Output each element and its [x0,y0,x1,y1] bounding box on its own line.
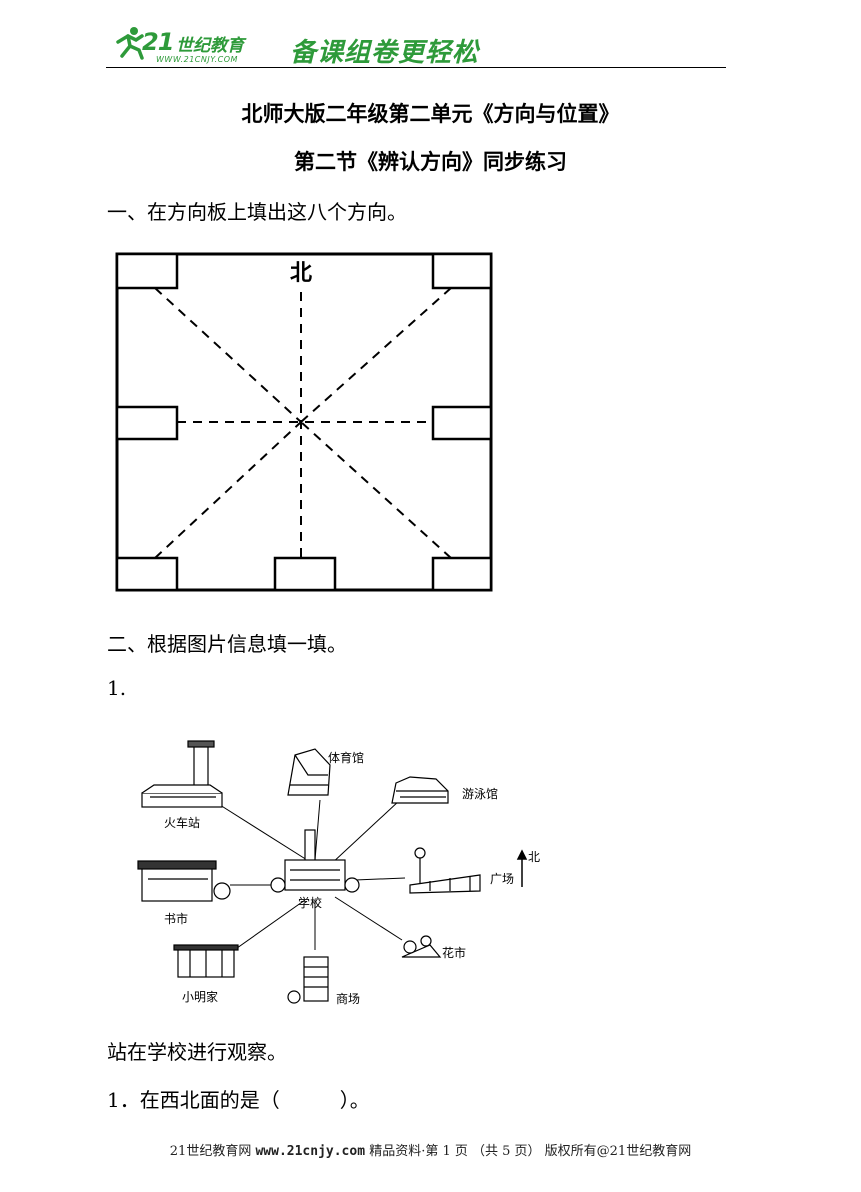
north-label: 北 [290,261,312,286]
north-arrow-label: 北 [528,850,540,864]
plaza-icon [409,847,481,894]
north-arrow-icon [516,849,528,887]
place-ne: 游泳馆 [462,786,498,801]
box-south [273,556,337,592]
place-nw: 火车站 [164,815,200,830]
page-footer: 21世纪教育网 www.21cnjy.com 精品资料·第 1 页 （共 5 页… [0,1140,861,1159]
home-icon [173,944,239,978]
school-surroundings-map: 火车站 体育馆 游泳馆 书市 学校 广场 [137,740,540,1006]
box-west [115,405,179,441]
flower-market-icon [401,935,442,958]
question-2: 二、根据图片信息填一填。 [107,632,347,656]
logo-number: 21 [142,28,174,56]
box-east [431,405,493,441]
question-1: 一、在方向板上填出这八个方向。 [107,200,407,224]
runner-logo-icon [116,27,144,60]
box-northeast [431,252,493,290]
place-sw: 小明家 [182,989,218,1004]
school-icon [270,829,360,893]
direction-board: 北 [115,252,493,592]
observation-note: 站在学校进行观察。 [107,1040,287,1064]
footer-info: 精品资料·第 1 页 （共 5 页） 版权所有@21世纪教育网 [369,1144,692,1159]
box-southeast [431,556,493,592]
place-s: 商场 [336,991,360,1006]
box-southwest [115,556,179,592]
header-slogan: 备课组卷更轻松 [290,38,480,68]
logo-name: 世纪教育 [176,36,244,56]
place-n: 体育馆 [328,750,364,765]
logo-url: WWW.21CNJY.COM [156,55,238,64]
page-header: 21 世纪教育 WWW.21CNJY.COM 备课组卷更轻松 [100,22,730,72]
footer-url[interactable]: www.21cnjy.com [255,1144,366,1159]
pool-icon [391,776,449,804]
book-market-icon [137,860,231,902]
page-subtitle: 第二节《辨认方向》同步练习 [294,149,567,174]
question-2-number: 1. [107,676,127,700]
page-title: 北师大版二年级第二单元《方向与位置》 [241,101,620,126]
place-se: 花市 [442,945,466,960]
box-northwest [115,252,179,290]
mall-icon [287,956,329,1004]
place-w: 书市 [164,911,188,926]
train-station-icon [141,740,223,808]
school-label: 学校 [298,895,322,910]
footer-site: 21世纪教育网 [169,1144,252,1159]
gym-icon [287,748,331,796]
header-rule [106,67,726,68]
question-2-1: 1．在西北面的是（ ）。 [107,1088,370,1112]
place-e: 广场 [490,872,514,886]
